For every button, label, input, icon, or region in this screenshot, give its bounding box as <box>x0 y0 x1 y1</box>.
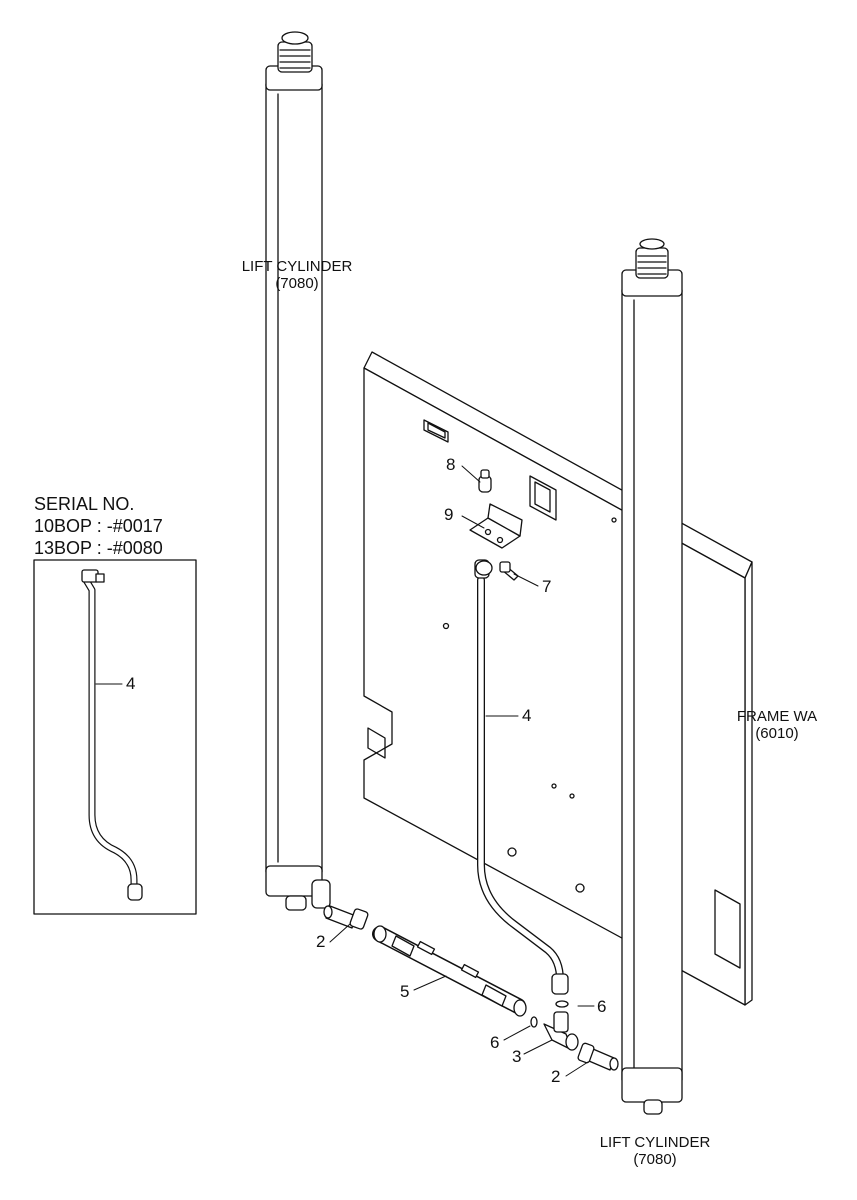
callout-6-upper: 6 <box>597 997 607 1016</box>
callout-7: 7 <box>542 577 552 596</box>
serial-inset-box <box>33 559 197 915</box>
bolt-7 <box>499 561 519 581</box>
tee-fitting-3 <box>543 1011 579 1051</box>
lift-cylinder-right-label: LIFT CYLINDER (7080) <box>582 1134 728 1168</box>
adapter-2-right <box>577 1042 619 1071</box>
lift-cylinder-left-label: LIFT CYLINDER (7080) <box>224 258 370 292</box>
hose-4 <box>474 559 569 995</box>
callout-2-left: 2 <box>316 932 326 951</box>
callout-8: 8 <box>446 455 456 474</box>
hose-5 <box>372 925 527 1017</box>
inset-hose-4 <box>81 569 143 901</box>
frame-wa-code: (6010) <box>755 725 799 742</box>
lift-cylinder-right-name: LIFT CYLINDER <box>599 1134 711 1151</box>
lift-cylinder-left-name: LIFT CYLINDER <box>241 258 353 275</box>
serial-number-title: SERIAL NO. <box>34 494 135 514</box>
callout-9: 9 <box>444 505 454 524</box>
frame-hole <box>507 847 517 857</box>
callout-6-lower: 6 <box>490 1033 500 1052</box>
leader-2-right <box>565 1061 589 1077</box>
frame-hole <box>611 517 617 523</box>
serial-number-line-2: 13BOP : -#0080 <box>34 538 163 558</box>
frame-wa-label: FRAME WA (6010) <box>724 708 830 742</box>
callout-4: 4 <box>522 706 532 725</box>
lift-cylinder-right-code: (7080) <box>633 1151 677 1168</box>
leader-9 <box>461 515 485 529</box>
serial-number-line-1: 10BOP : -#0017 <box>34 516 163 536</box>
frame-wa-plate <box>363 351 753 1006</box>
frame-hole <box>442 622 450 630</box>
leader-7 <box>513 573 539 587</box>
callout-inset-4: 4 <box>126 674 136 693</box>
leader-5 <box>413 975 447 991</box>
fitting-8 <box>478 469 492 493</box>
callout-3: 3 <box>512 1047 522 1066</box>
leader-2-left <box>329 923 351 943</box>
frame-hole <box>575 883 585 893</box>
o-ring-6-upper <box>555 1000 569 1008</box>
lift-cylinder-right <box>621 238 683 1115</box>
adapter-2-left <box>323 905 369 930</box>
callout-5: 5 <box>400 982 410 1001</box>
frame-wa-name: FRAME WA <box>736 708 818 725</box>
leader-8 <box>461 465 481 483</box>
leader-3 <box>523 1039 553 1055</box>
lift-cylinder-left <box>265 31 331 911</box>
leader-6-lower <box>503 1025 531 1041</box>
bracket-9 <box>469 503 523 549</box>
lift-cylinder-left-code: (7080) <box>275 275 319 292</box>
o-ring-6-lower <box>530 1016 538 1028</box>
frame-hole <box>569 793 575 799</box>
callout-2-right: 2 <box>551 1067 561 1086</box>
frame-hole <box>551 783 557 789</box>
